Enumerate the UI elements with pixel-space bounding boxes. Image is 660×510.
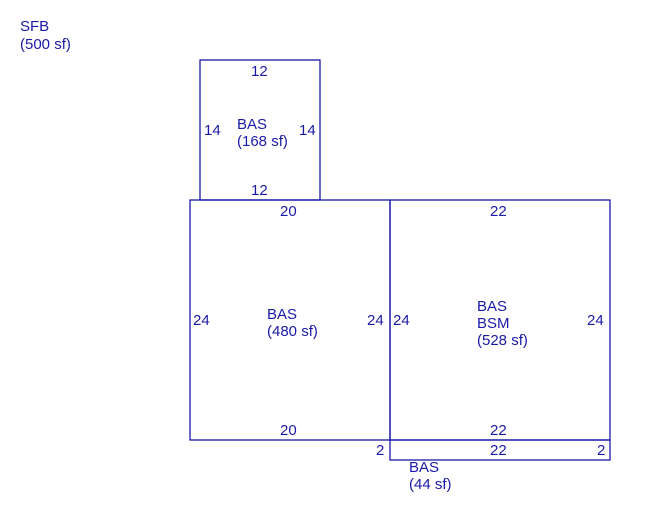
area-left-code: BAS [267, 306, 297, 323]
dim-right-right: 24 [587, 312, 604, 329]
dim-strip-left: 2 [376, 442, 384, 459]
dim-right-top: 22 [490, 203, 507, 220]
area-strip-outline [389, 439, 611, 461]
area-right-code-1: BAS [477, 298, 507, 315]
area-upper-bas: 12 12 14 14 BAS (168 sf) [199, 59, 321, 201]
dim-left-right: 24 [367, 312, 384, 329]
area-left-bas: 20 20 24 24 BAS (480 sf) [189, 199, 391, 441]
dim-strip-right: 2 [597, 442, 605, 459]
area-strip-code: BAS [409, 459, 439, 476]
dim-upper-bottom: 12 [251, 182, 268, 199]
dim-upper-right: 14 [299, 122, 316, 139]
dim-upper-top: 12 [251, 63, 268, 80]
area-right-code-2: BSM [477, 315, 510, 332]
area-right-size: (528 sf) [477, 332, 528, 349]
area-strip-bas: 22 2 2 BAS (44 sf) [376, 439, 611, 493]
dim-right-left: 24 [393, 312, 410, 329]
area-strip-size: (44 sf) [409, 476, 452, 493]
dim-left-top: 20 [280, 203, 297, 220]
area-upper-code: BAS [237, 116, 267, 133]
summary-area: (500 sf) [20, 36, 71, 53]
dim-left-bottom: 20 [280, 422, 297, 439]
dim-right-bottom: 22 [490, 422, 507, 439]
dim-strip-top: 22 [490, 442, 507, 459]
summary-label: SFB (500 sf) [20, 18, 71, 53]
dim-left-left: 24 [193, 312, 210, 329]
area-right-bas-bsm: 22 22 24 24 BAS BSM (528 sf) [389, 199, 611, 441]
summary-code: SFB [20, 18, 49, 35]
dim-upper-left: 14 [204, 122, 221, 139]
area-upper-size: (168 sf) [237, 133, 288, 150]
area-left-size: (480 sf) [267, 323, 318, 340]
